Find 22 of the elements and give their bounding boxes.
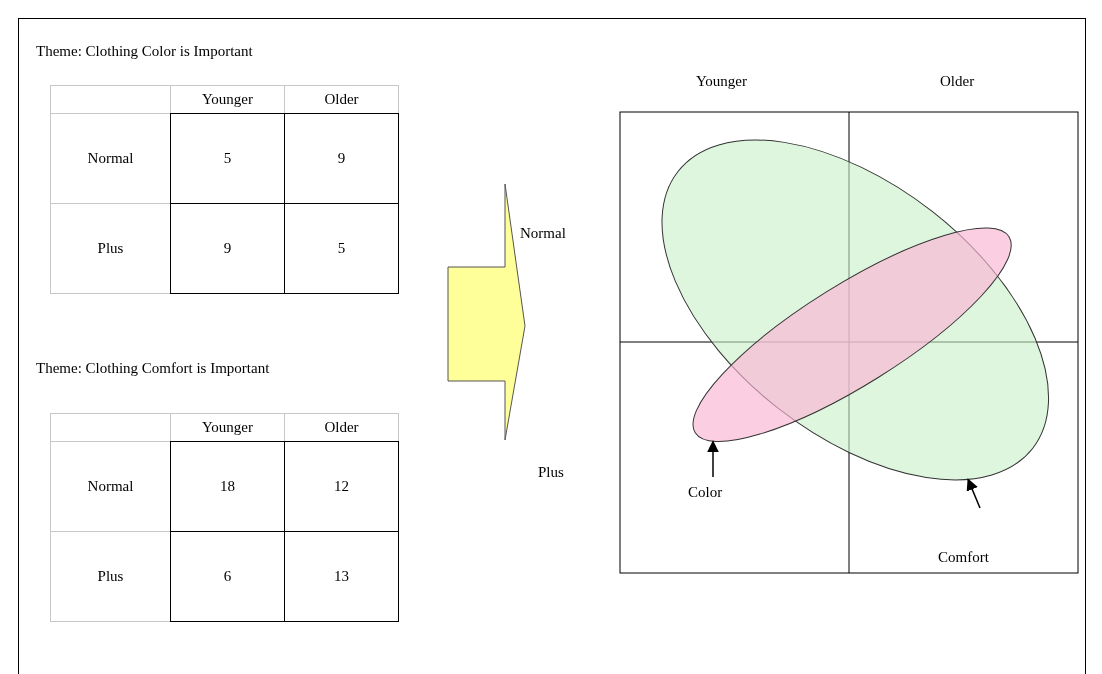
text-label: Theme: Clothing Color is Important: [36, 42, 253, 61]
table-cell: Older: [284, 413, 399, 442]
table-cell: Plus: [50, 203, 171, 294]
table-cell: 9: [170, 203, 285, 294]
table-cell: 13: [284, 531, 399, 622]
table-cell: 5: [170, 113, 285, 204]
leader-arrow: [707, 440, 719, 478]
table-cell: 18: [170, 441, 285, 532]
table-cell: 5: [284, 203, 399, 294]
text-label: Plus: [538, 463, 564, 482]
table-cell: 9: [284, 113, 399, 204]
table-cell: 6: [170, 531, 285, 622]
text-label: Older: [940, 72, 975, 91]
text-label: Theme: Clothing Comfort is Important: [36, 359, 270, 378]
table-cell: 12: [284, 441, 399, 532]
text-label: Comfort: [938, 546, 989, 569]
table-cell: Plus: [50, 531, 171, 622]
text-label: Younger: [696, 72, 747, 91]
leader-arrow: [966, 478, 981, 509]
text-label: Color: [688, 481, 723, 504]
table-cell: Older: [284, 85, 399, 114]
text-label: Normal: [520, 224, 566, 243]
